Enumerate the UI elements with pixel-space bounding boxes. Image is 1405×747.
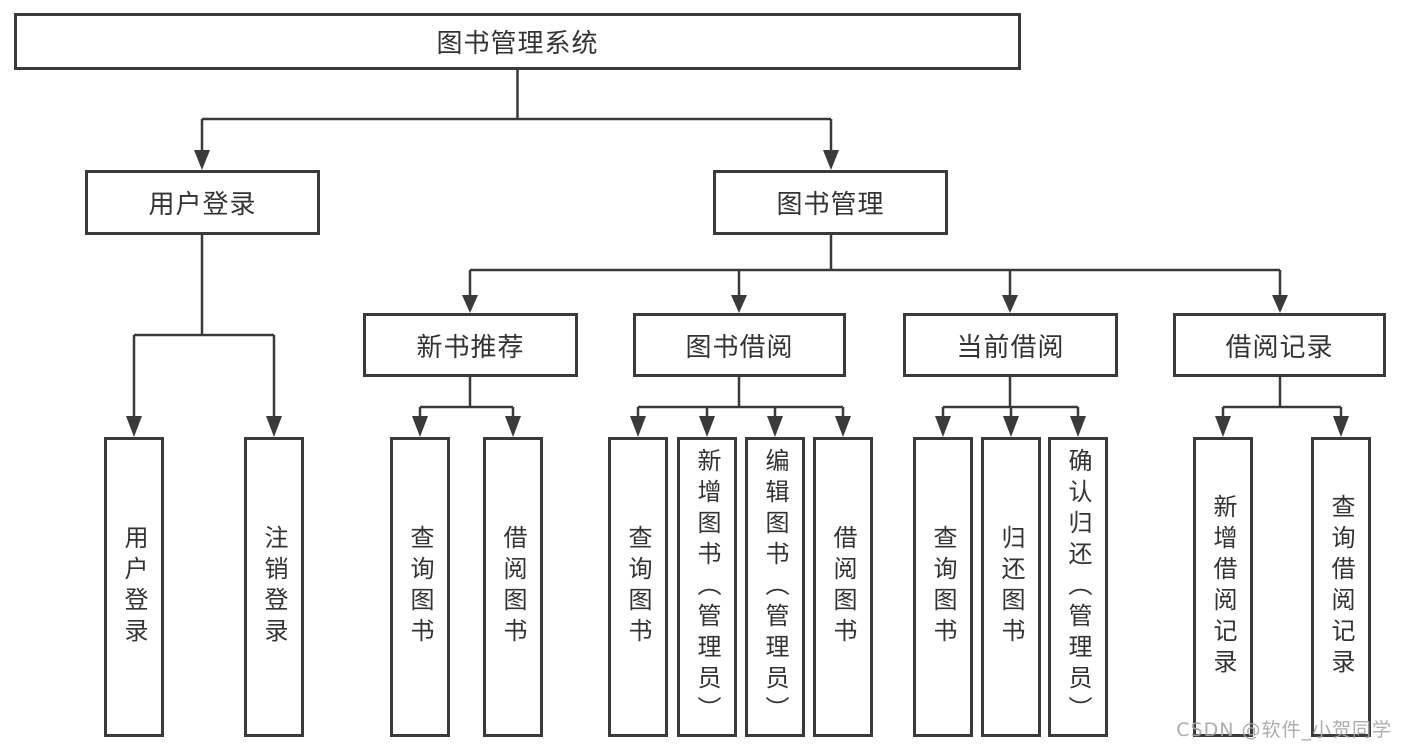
leaf-query-books-current-label: 查询图书 xyxy=(929,525,957,649)
node-new-book-recommendation: 新书推荐 xyxy=(363,313,578,377)
leaf-add-borrow-record-label: 新增借阅记录 xyxy=(1209,494,1237,680)
leaf-return-books-label: 归还图书 xyxy=(997,525,1025,649)
node-new-book-recommendation-label: 新书推荐 xyxy=(416,332,525,363)
leaf-query-books-borrowing-label: 查询图书 xyxy=(624,525,652,649)
node-book-management: 图书管理 xyxy=(713,170,948,235)
arrowheads-leaves xyxy=(126,416,1349,437)
leaf-query-borrow-record-label: 查询借阅记录 xyxy=(1327,494,1355,680)
leaf-user-login: 用户登录 xyxy=(104,437,164,737)
connector-records-to-leaves xyxy=(1221,377,1343,418)
node-book-borrowing-label: 图书借阅 xyxy=(685,332,794,363)
node-user-login: 用户登录 xyxy=(85,170,320,235)
leaf-add-borrow-record: 新增借阅记录 xyxy=(1193,437,1253,737)
node-current-borrowing: 当前借阅 xyxy=(903,313,1118,377)
leaf-logout: 注销登录 xyxy=(244,437,304,737)
connector-borrowing-to-leaves xyxy=(636,377,845,418)
connector-bookmgmt-to-level3 xyxy=(468,235,1282,296)
leaf-query-books-current: 查询图书 xyxy=(913,437,973,737)
leaf-add-books-admin-label: 新增图书（管理员） xyxy=(693,447,721,727)
leaf-query-borrow-record: 查询借阅记录 xyxy=(1311,437,1371,737)
leaf-edit-books-admin-label: 编辑图书（管理员） xyxy=(761,447,789,727)
connector-recommend-to-leaves xyxy=(418,377,515,418)
leaf-confirm-return-admin: 确认归还（管理员） xyxy=(1048,437,1108,737)
leaf-logout-label: 注销登录 xyxy=(260,525,288,649)
leaf-confirm-return-admin-label: 确认归还（管理员） xyxy=(1064,447,1092,727)
node-user-login-label: 用户登录 xyxy=(148,190,257,220)
leaf-query-books-recommend-label: 查询图书 xyxy=(406,525,434,649)
leaf-edit-books-admin: 编辑图书（管理员） xyxy=(745,437,805,737)
leaf-query-books-recommend: 查询图书 xyxy=(390,437,450,737)
node-current-borrowing-label: 当前借阅 xyxy=(956,332,1065,363)
node-borrowing-records-label: 借阅记录 xyxy=(1225,332,1334,363)
leaf-borrow-books-borrowing: 借阅图书 xyxy=(813,437,873,737)
node-root-label: 图书管理系统 xyxy=(436,29,599,59)
arrowheads-level2 xyxy=(194,150,839,170)
node-borrowing-records: 借阅记录 xyxy=(1173,313,1386,377)
node-book-borrowing: 图书借阅 xyxy=(633,313,846,377)
watermark: CSDN @软件_小贺同学 xyxy=(1176,719,1392,741)
leaf-add-books-admin: 新增图书（管理员） xyxy=(677,437,737,737)
arrowheads-level3 xyxy=(462,295,1288,313)
leaf-query-books-borrowing: 查询图书 xyxy=(608,437,668,737)
node-root: 图书管理系统 xyxy=(14,13,1021,70)
leaf-borrow-books-borrowing-label: 借阅图书 xyxy=(829,525,857,649)
node-book-management-label: 图书管理 xyxy=(776,190,885,220)
leaf-user-login-label: 用户登录 xyxy=(120,525,148,649)
leaf-borrow-books-recommend-label: 借阅图书 xyxy=(499,525,527,649)
connector-root-to-level2 xyxy=(200,70,833,151)
connector-current-to-leaves xyxy=(941,377,1080,418)
connector-userlogin-to-leaves xyxy=(132,235,276,418)
leaf-borrow-books-recommend: 借阅图书 xyxy=(483,437,543,737)
leaf-return-books: 归还图书 xyxy=(981,437,1041,737)
